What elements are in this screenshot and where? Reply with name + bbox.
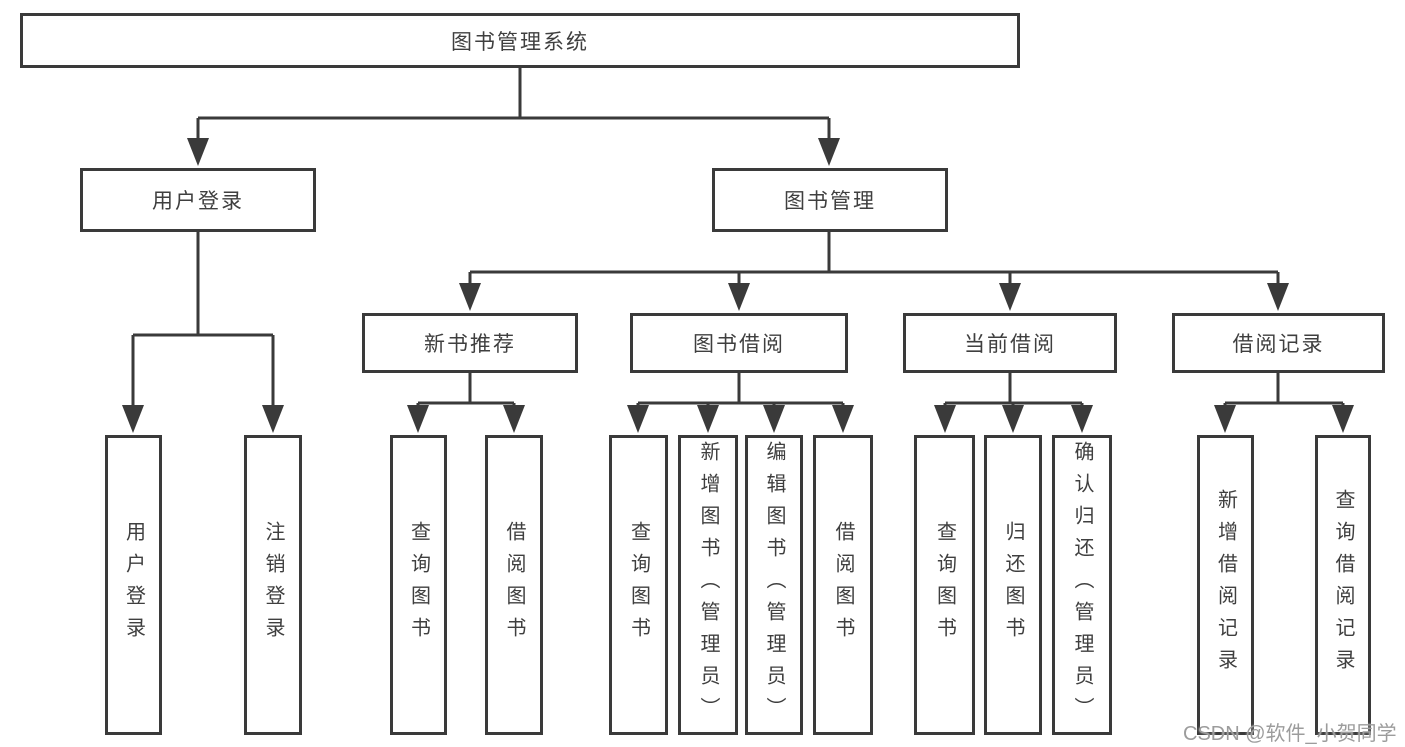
csdn-watermark: CSDN @软件_小贺同学 [1183,723,1397,745]
leaf-label: 注销登录 [262,521,284,649]
node-borrowing-records: 借阅记录 [1172,313,1385,373]
node-label: 用户登录 [152,190,244,213]
node-label: 借阅记录 [1232,333,1325,356]
leaf-label: 编辑图书（管理员） [763,441,785,729]
leaf-label: 查询图书 [627,521,650,649]
node-label: 当前借阅 [964,333,1056,356]
leaf-label: 借阅图书 [503,521,525,649]
leaf-add-borrow-record: 新增借阅记录 [1197,435,1254,735]
node-book-management: 图书管理 [712,168,948,232]
leaf-edit-books-admin: 编辑图书（管理员） [745,435,803,735]
leaf-label: 新增借阅记录 [1214,489,1237,681]
leaf-query-books-current: 查询图书 [914,435,975,735]
leaf-label: 用户登录 [122,521,145,649]
leaf-return-books: 归还图书 [984,435,1042,735]
leaf-label: 新增图书（管理员） [697,441,719,729]
leaf-label: 确认归还（管理员） [1071,441,1093,729]
node-user-login: 用户登录 [80,168,316,232]
leaf-label: 查询图书 [407,521,430,649]
leaf-logout: 注销登录 [244,435,302,735]
node-label: 图书管理系统 [451,30,589,54]
leaf-label: 归还图书 [1002,521,1024,649]
leaf-query-books-borrow: 查询图书 [609,435,668,735]
node-label: 图书管理 [784,190,876,213]
node-book-borrowing: 图书借阅 [630,313,848,373]
leaf-label: 查询借阅记录 [1332,489,1354,681]
leaf-query-borrow-record: 查询借阅记录 [1315,435,1371,735]
leaf-borrow-books-recommend: 借阅图书 [485,435,543,735]
node-current-borrowing: 当前借阅 [903,313,1117,373]
node-label: 图书借阅 [693,333,785,356]
node-label: 新书推荐 [424,333,516,356]
leaf-query-books-recommend: 查询图书 [390,435,447,735]
arrowheads [122,138,1354,433]
leaf-label: 借阅图书 [832,521,854,649]
leaf-borrow-books: 借阅图书 [813,435,873,735]
leaf-label: 查询图书 [933,521,956,649]
leaf-add-books-admin: 新增图书（管理员） [678,435,738,735]
leaf-user-login: 用户登录 [105,435,162,735]
node-new-book-recommendation: 新书推荐 [362,313,578,373]
node-library-management-system: 图书管理系统 [20,13,1020,68]
leaf-confirm-return-admin: 确认归还（管理员） [1052,435,1112,735]
